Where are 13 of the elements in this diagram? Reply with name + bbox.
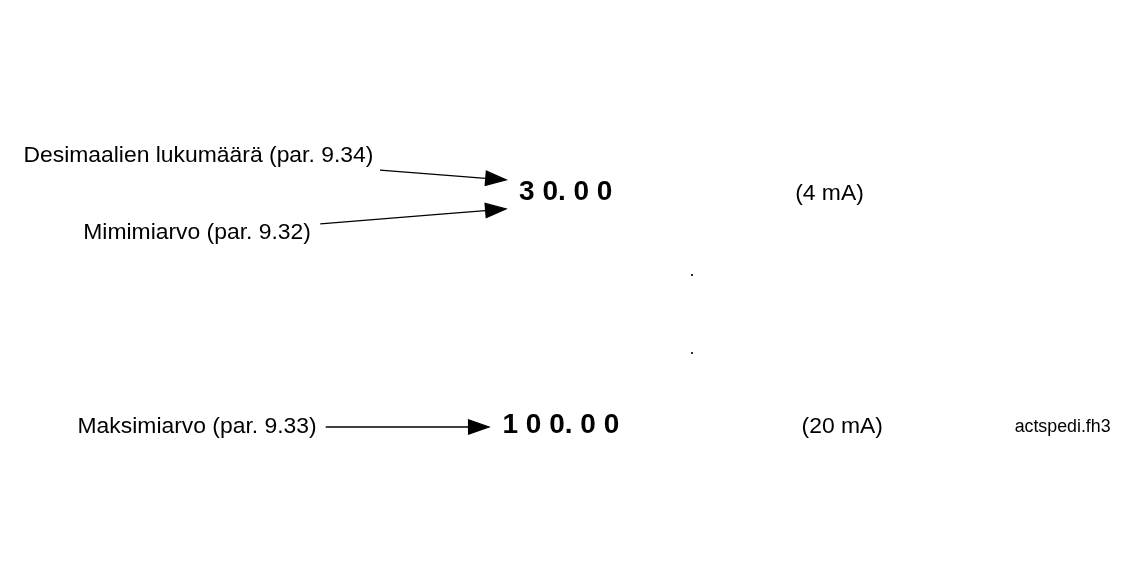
label: . xyxy=(689,260,695,281)
node-text: Maksimiarvo (par. 9.33) xyxy=(77,411,317,438)
arrow xyxy=(379,169,508,187)
node-label: (20 mA) xyxy=(801,411,883,438)
node-label: (4 mA) xyxy=(795,178,864,205)
arrow xyxy=(319,202,508,225)
label: . xyxy=(689,338,695,359)
node-text: 3 0. 0 0 xyxy=(519,175,613,207)
label: actspedi.fh3 xyxy=(1014,415,1111,436)
node-text: Desimaalien lukumäärä (par. 9.34) xyxy=(23,140,374,167)
arrow xyxy=(325,419,491,436)
node-text: 1 0 0. 0 0 xyxy=(502,407,620,439)
node-text: Mimimiarvo (par. 9.32) xyxy=(83,218,311,245)
